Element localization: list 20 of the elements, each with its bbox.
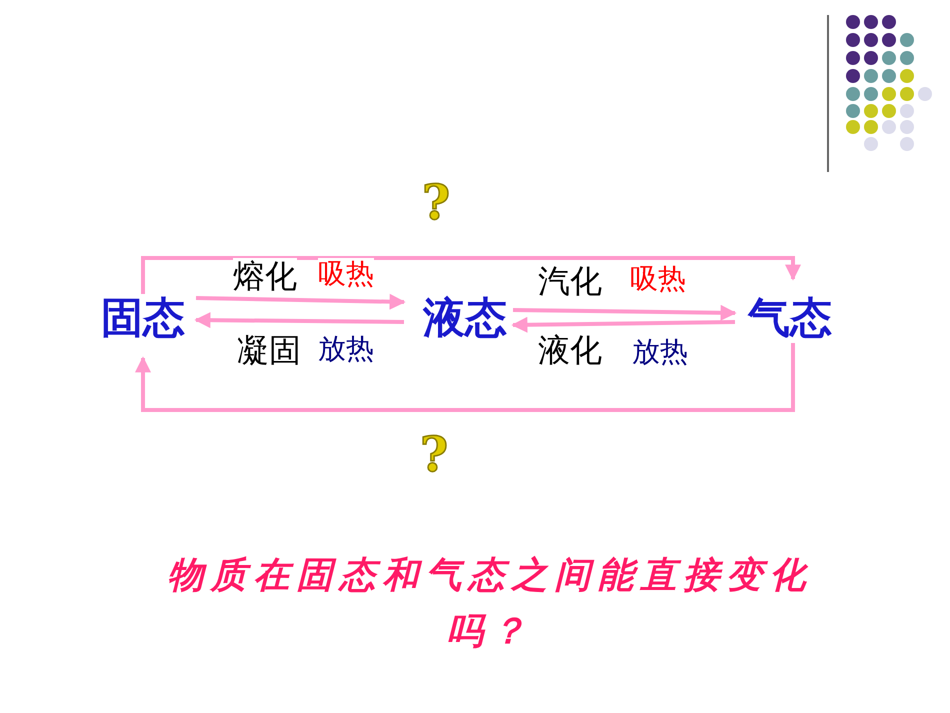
arrow: [135, 343, 795, 412]
state-label: 气态: [740, 295, 840, 341]
edge-label: 汽化: [538, 263, 602, 299]
arrow: [196, 294, 406, 310]
arrow: [194, 312, 404, 328]
state-label: 液态: [415, 295, 515, 341]
heat-label: 吸热: [630, 263, 686, 295]
arrow: [512, 304, 737, 321]
state-label: 固态: [93, 295, 193, 341]
heat-label: 吸热: [318, 258, 374, 290]
edge-label: 凝固: [237, 332, 301, 368]
edge-label: ?: [422, 177, 450, 229]
heat-label: 放热: [318, 333, 374, 365]
edge-label: 液化: [538, 332, 602, 368]
arrow: [141, 256, 801, 294]
heat-label: 放热: [632, 336, 688, 368]
question-text: 物质在固态和气态之间能直接变化吗？: [166, 554, 814, 654]
edge-label: ?: [420, 429, 448, 481]
edge-label: 熔化: [233, 258, 297, 294]
arrow: [511, 316, 736, 333]
